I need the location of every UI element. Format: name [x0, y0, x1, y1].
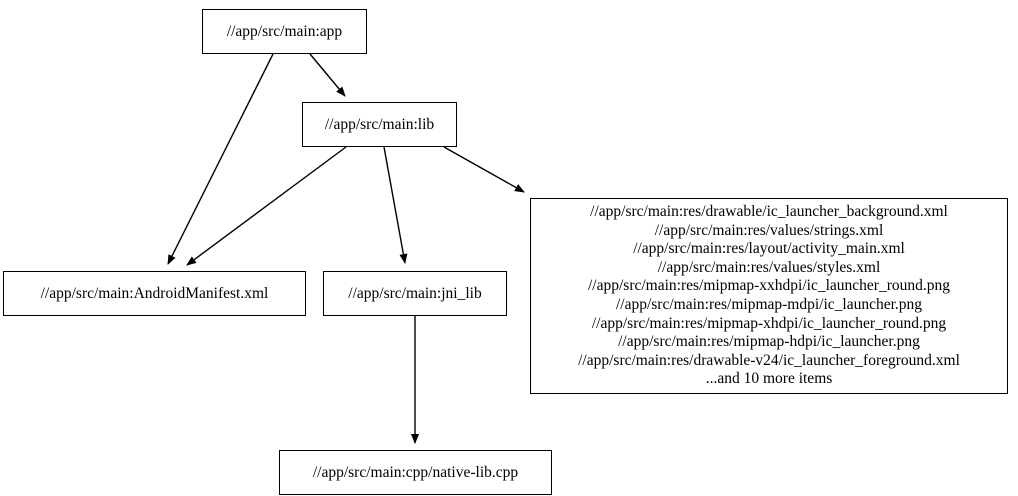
graph-node-android-manifest-label: //app/src/main:AndroidManifest.xml	[40, 284, 269, 302]
graph-node-resources[interactable]: //app/src/main:res/drawable/ic_launcher_…	[530, 198, 1008, 394]
graph-node-lib-label: //app/src/main:lib	[324, 115, 435, 133]
graph-node-lib[interactable]: //app/src/main:lib	[302, 102, 457, 147]
graph-node-app[interactable]: //app/src/main:app	[202, 9, 367, 54]
graph-node-jni-lib-label: //app/src/main:jni_lib	[348, 284, 482, 302]
edge-app-to-lib	[309, 53, 346, 97]
edge-app-to-manifest	[167, 53, 274, 265]
edge-lib-to-manifest	[186, 146, 347, 266]
graph-node-native-lib-cpp[interactable]: //app/src/main:cpp/native-lib.cpp	[279, 450, 552, 495]
graph-node-app-label: //app/src/main:app	[226, 22, 343, 40]
graph-node-native-lib-cpp-label: //app/src/main:cpp/native-lib.cpp	[312, 463, 519, 481]
graph-node-android-manifest[interactable]: //app/src/main:AndroidManifest.xml	[3, 271, 306, 316]
edge-lib-to-jni-lib	[383, 146, 408, 264]
graph-node-resources-label: //app/src/main:res/drawable/ic_launcher_…	[578, 203, 960, 388]
graph-node-jni-lib[interactable]: //app/src/main:jni_lib	[323, 271, 507, 316]
edge-lib-to-resources	[443, 146, 525, 193]
